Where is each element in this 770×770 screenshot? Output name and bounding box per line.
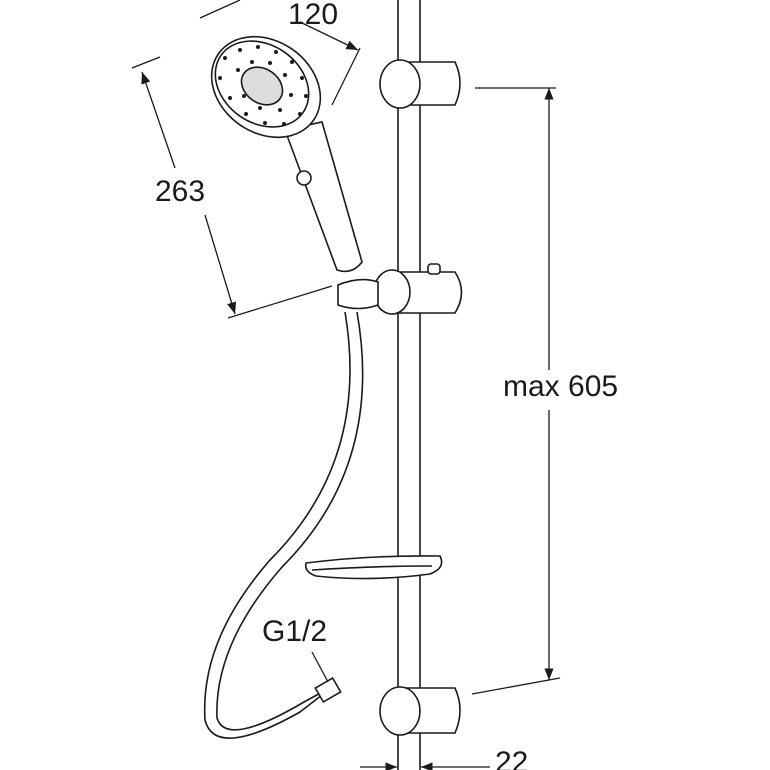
rail-diameter-label: 22 [495,746,529,770]
shower-hose [203,311,364,739]
hand-shower [210,35,363,273]
slide-rail [397,0,421,770]
spray-nozzles [218,45,308,126]
dimension-lines [131,0,561,770]
bottom-wall-bracket [379,686,461,736]
slider-holder [337,263,463,315]
top-wall-bracket [379,59,461,109]
thread-label: G1/2 [262,615,328,648]
hose-nut [314,676,342,704]
soap-dish [304,555,443,580]
head-diameter-label: 120 [288,0,339,31]
rail-height-label: max 605 [503,370,619,403]
hand-shower-length-label: 263 [155,175,206,208]
